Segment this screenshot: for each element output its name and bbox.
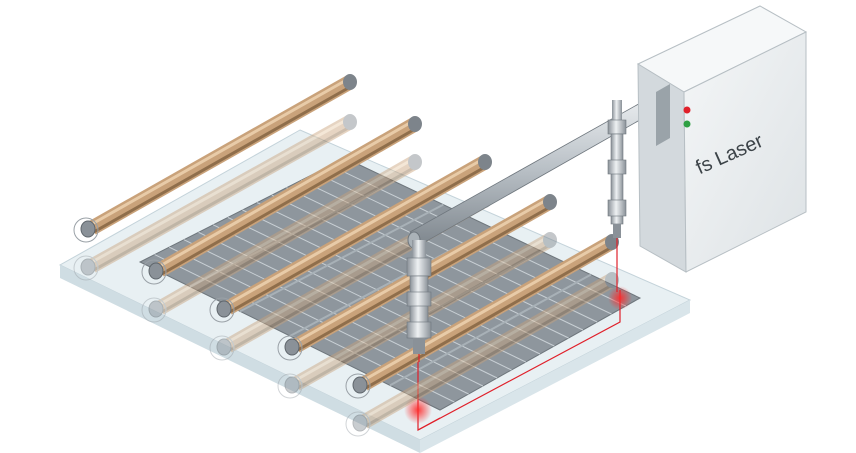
solar-module (138, 157, 642, 411)
cell-grid (154, 164, 626, 403)
gantry-arm-icon (407, 91, 669, 249)
laser-cabinet: fs Laser (636, 5, 808, 273)
cell-divider (389, 273, 592, 387)
cell-divider (339, 250, 543, 362)
roller-icon (141, 116, 422, 285)
roller-icon (73, 74, 357, 243)
laser-spot-2 (608, 286, 632, 310)
roller-icon (345, 234, 619, 399)
laser-spot-1 (404, 396, 432, 424)
roller-icon (73, 114, 357, 281)
red-light-icon (683, 106, 691, 114)
green-light-icon (683, 120, 691, 128)
cell-divider (239, 203, 444, 313)
roller-icon (141, 154, 422, 323)
roller-icon (209, 154, 492, 323)
cell-divider (189, 180, 395, 288)
roller-icon (345, 272, 619, 437)
laser-head-icon (406, 238, 618, 362)
